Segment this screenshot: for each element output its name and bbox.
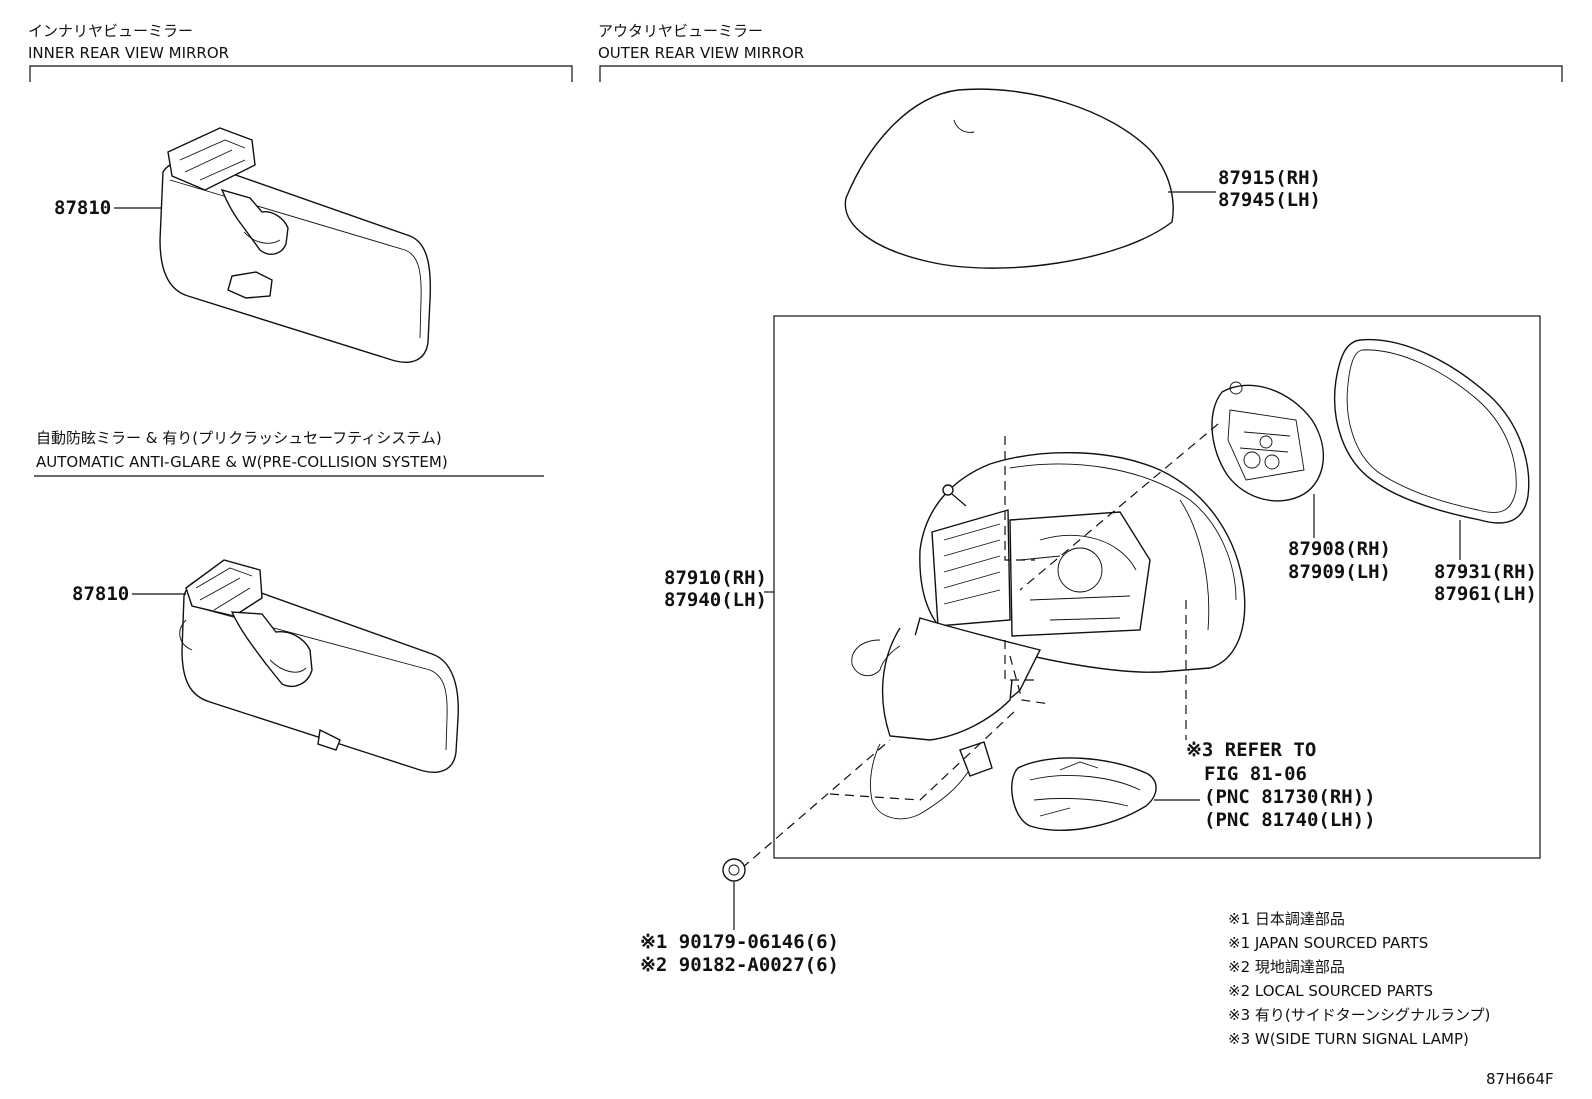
inner-title-jp: インナリヤビューミラー: [28, 22, 193, 40]
inner-mirror-1-pn: 87810: [54, 197, 111, 219]
dash-line-2: [1019, 423, 1219, 591]
anti-glare-title-en: AUTOMATIC ANTI-GLARE & W(PRE-COLLISION S…: [36, 453, 448, 471]
note-5: ※3 有り(サイドターンシグナルランプ): [1228, 1006, 1490, 1024]
outer-bracket: [599, 65, 1563, 82]
mirror-cover-illustration: [844, 88, 1174, 269]
refer-line-2: FIG 81-06: [1204, 763, 1307, 785]
mirror-assy-rh-pn: 87910(RH): [664, 567, 767, 589]
assembly-box: [773, 315, 1541, 859]
note-2: ※1 JAPAN SOURCED PARTS: [1228, 934, 1428, 952]
inner-mirror-illustration-1: [159, 127, 432, 363]
inner-bracket: [29, 65, 573, 82]
actuator-rh-pn: 87908(RH): [1288, 538, 1391, 560]
mirror-body-illustration: [851, 452, 1246, 820]
outer-title-jp: アウタリヤビューミラー: [598, 22, 763, 40]
cover-lh-pn: 87945(LH): [1218, 189, 1321, 211]
glass-lh-pn: 87961(LH): [1434, 583, 1537, 605]
glass-rh-pn: 87931(RH): [1434, 561, 1537, 583]
dash-line-clip: [741, 739, 891, 869]
mirror-glass-illustration: [1333, 338, 1530, 524]
clip-pn-1: ※1 90179-06146(6): [640, 931, 839, 953]
anti-glare-title-jp: 自動防眩ミラー & 有り(プリクラッシュセーフティシステム): [36, 429, 442, 447]
mirror-assy-lh-pn: 87940(LH): [664, 589, 767, 611]
refer-line-1: ※3 REFER TO: [1186, 739, 1316, 761]
refer-line-3: (PNC 81730(RH)): [1204, 786, 1376, 808]
inner-title-en: INNER REAR VIEW MIRROR: [28, 44, 229, 62]
actuator-lh-pn: 87909(LH): [1288, 561, 1391, 583]
note-1: ※1 日本調達部品: [1228, 910, 1345, 928]
inner-mirror-2-pn: 87810: [72, 583, 129, 605]
dash-line-6: [829, 709, 1017, 801]
dash-line-1: [1004, 436, 1035, 561]
note-4: ※2 LOCAL SOURCED PARTS: [1228, 982, 1433, 1000]
note-6: ※3 W(SIDE TURN SIGNAL LAMP): [1228, 1030, 1469, 1048]
refer-line-4: (PNC 81740(LH)): [1204, 809, 1376, 831]
clip-illustration: [722, 858, 746, 882]
note-3: ※2 現地調達部品: [1228, 958, 1345, 976]
dash-line-3: [1004, 640, 1040, 681]
inner-mirror-illustration-2: [179, 559, 459, 773]
outer-title-en: OUTER REAR VIEW MIRROR: [598, 44, 804, 62]
diagram-code: 87H664F: [1486, 1070, 1554, 1088]
dash-line-5: [1009, 655, 1051, 705]
actuator-illustration: [1211, 381, 1324, 502]
cover-rh-pn: 87915(RH): [1218, 167, 1321, 189]
turn-signal-lamp-illustration: [1011, 757, 1157, 831]
clip-pn-2: ※2 90182-A0027(6): [640, 954, 839, 976]
